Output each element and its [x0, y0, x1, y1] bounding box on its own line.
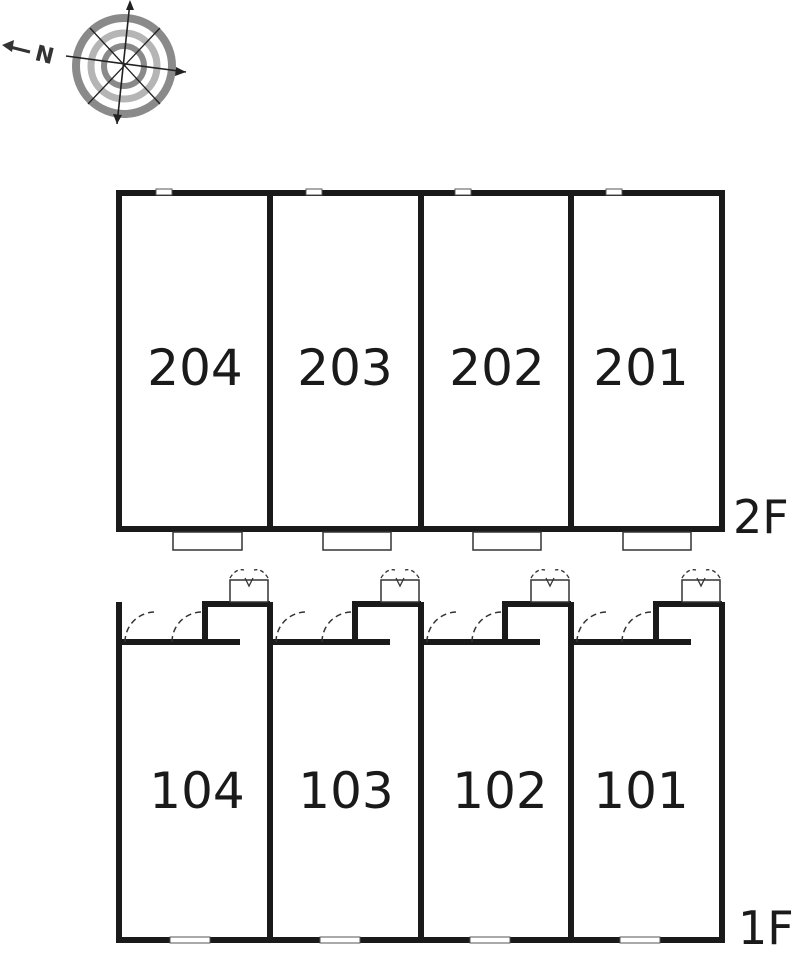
unit-label-102: 102 — [452, 762, 547, 820]
unit-label-201: 201 — [593, 339, 688, 397]
floor-label-2f: 2F — [733, 490, 789, 544]
entry-103 — [273, 569, 421, 645]
unit-label-204: 204 — [147, 339, 242, 397]
unit-label-104: 104 — [149, 762, 244, 820]
compass-rose-icon — [65, 0, 187, 125]
second-floor-plan — [116, 188, 725, 551]
entry-104 — [122, 569, 270, 645]
entry-102 — [424, 569, 571, 645]
north-label: N — [32, 41, 56, 70]
entry-101 — [574, 569, 722, 645]
unit-label-203: 203 — [297, 339, 392, 397]
north-arrow: N — [2, 40, 56, 70]
unit-label-101: 101 — [593, 762, 688, 820]
unit-label-202: 202 — [449, 339, 544, 397]
first-floor-plan — [116, 569, 725, 944]
unit-label-103: 103 — [298, 762, 393, 820]
floor-label-1f: 1F — [738, 901, 794, 955]
